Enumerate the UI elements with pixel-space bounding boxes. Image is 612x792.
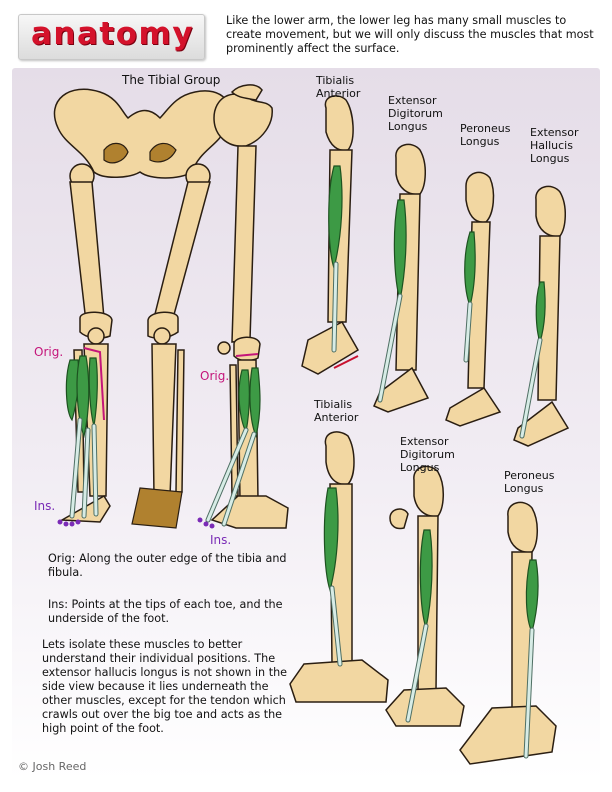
- peroneus-longus-label-bottom: Peroneus Longus: [504, 469, 555, 495]
- extensor-hallucis-label-top: Extensor Hallucis Longus: [530, 126, 579, 165]
- tibialis-anterior-bottom-figure: [289, 431, 389, 703]
- orig-label-front: Orig.: [34, 345, 64, 359]
- extensor-digitorum-label-bottom: Extensor Digitorum Longus: [400, 435, 455, 474]
- copyright: © Josh Reed: [18, 760, 87, 773]
- extensor-digitorum-top-figure: [373, 143, 430, 413]
- ins-label-side: Ins.: [210, 533, 232, 547]
- section-title: The Tibial Group: [122, 73, 221, 87]
- extensor-hallucis-top-figure: [513, 185, 570, 447]
- origin-note: Orig: Along the outer edge of the tibia …: [48, 552, 287, 579]
- side-view-skeleton: [197, 84, 289, 529]
- intro-text: Like the lower arm, the lower leg has ma…: [226, 14, 594, 55]
- illustration-panel: [12, 68, 600, 780]
- anatomy-logo: anatomy: [18, 14, 205, 60]
- isolate-note: Lets isolate these muscles to better und…: [42, 638, 288, 735]
- extensor-digitorum-label-top: Extensor Digitorum Longus: [388, 94, 443, 133]
- peroneus-longus-top-figure: [445, 171, 502, 427]
- peroneus-longus-bottom-figure: [459, 501, 557, 765]
- logo-text: anatomy: [31, 16, 195, 52]
- ins-label-front: Ins.: [34, 499, 56, 513]
- tibialis-anterior-label-bottom: Tibialis Anterior: [314, 398, 359, 424]
- orig-label-side: Orig.: [200, 369, 230, 383]
- tibialis-anterior-top-figure: [301, 95, 360, 375]
- insertion-note: Ins: Points at the tips of each toe, and…: [48, 598, 283, 625]
- extensor-digitorum-bottom-figure: [385, 465, 465, 727]
- front-view-skeleton: [53, 88, 231, 529]
- peroneus-longus-label-top: Peroneus Longus: [460, 122, 511, 148]
- tibialis-anterior-label-top: Tibialis Anterior: [316, 74, 361, 100]
